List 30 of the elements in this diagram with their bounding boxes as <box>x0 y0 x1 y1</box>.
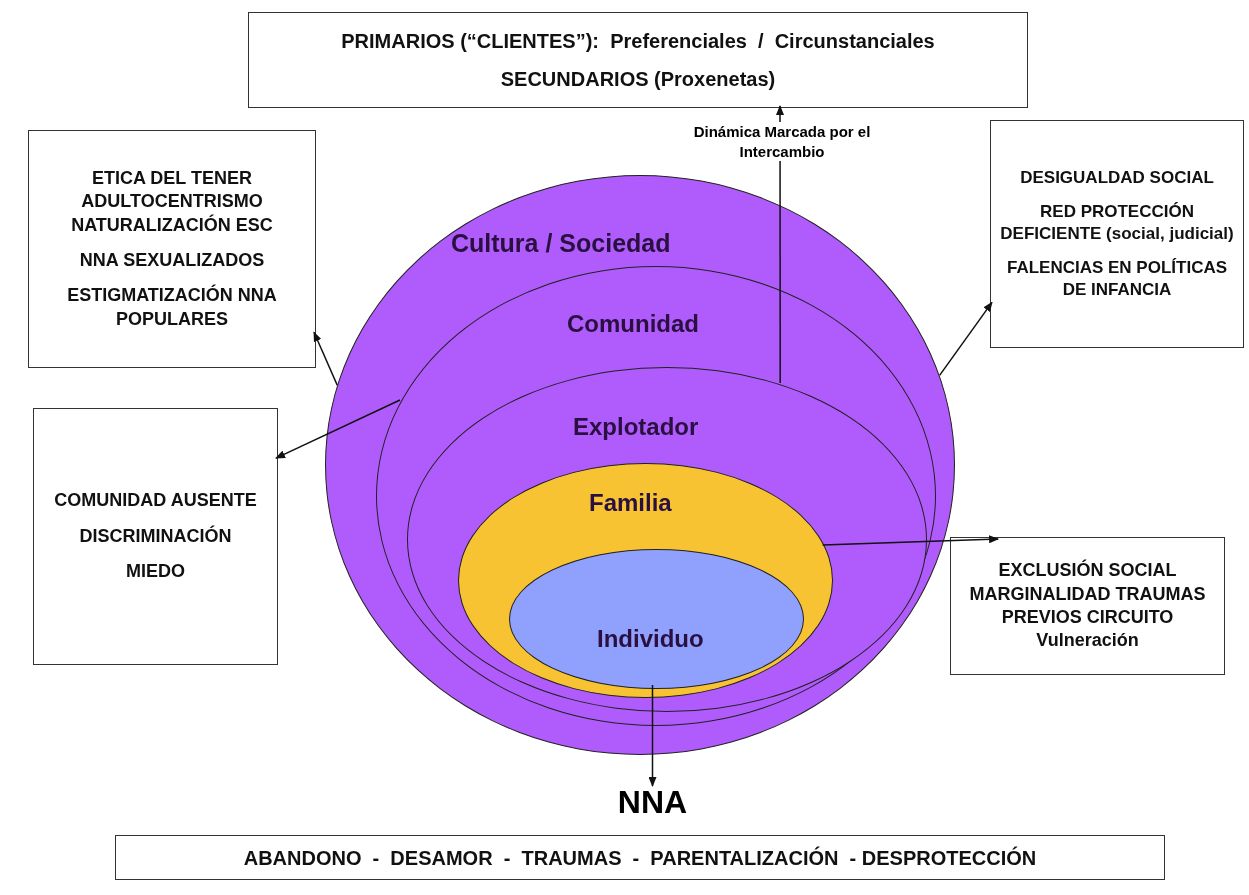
box-text: ETICA DEL TENER ADULTOCENTRISMO NATURALIZACIÓN ESC <box>70 166 274 237</box>
arrow <box>275 399 401 459</box>
text-box <box>115 835 1165 880</box>
box-text: DESIGUALDAD SOCIAL <box>1020 166 1214 189</box>
text-box <box>950 537 1225 675</box>
layer-label: Individuo <box>597 625 704 653</box>
layer-label: Cultura / Sociedad <box>451 229 671 258</box>
layer-label: Comunidad <box>567 310 699 338</box>
layer-label: Explotador <box>573 413 699 441</box>
arrow <box>938 301 993 377</box>
box-text: RED PROTECCIÓN DEFICIENTE (social, judicial) <box>999 200 1235 245</box>
box-text: SECUNDARIOS (Proxenetas) <box>500 67 776 92</box>
target-label: NNA <box>617 784 688 820</box>
arrow <box>821 535 1000 546</box>
box-text: ABANDONO - DESAMOR - TRAUMAS - PARENTALIZACIÓN - DESPROTECCIÓN <box>243 845 1037 871</box>
arrow <box>313 331 338 386</box>
text-box <box>990 120 1244 348</box>
box-text: ESTIGMATIZACIÓN NNA POPULARES <box>66 284 278 331</box>
text-box <box>248 12 1028 108</box>
text-box <box>33 408 278 665</box>
text-box <box>28 130 316 368</box>
box-text: DISCRIMINACIÓN <box>79 524 232 548</box>
box-text: NNA SEXUALIZADOS <box>79 249 265 272</box>
arrow <box>648 684 657 787</box>
box-text: EXCLUSIÓN SOCIAL MARGINALIDAD TRAUMAS PREVIOS CIRCUITO Vulneración <box>968 559 1207 653</box>
box-text: COMUNIDAD AUSENTE <box>54 489 257 513</box>
box-text: FALENCIAS EN POLÍTICAS DE INFANCIA <box>1005 257 1229 302</box>
box-text: PRIMARIOS (“CLIENTES”): Preferenciales / Circunstanciales <box>341 29 935 54</box>
layer-label: Familia <box>589 489 672 517</box>
box-text: MIEDO <box>126 560 185 584</box>
